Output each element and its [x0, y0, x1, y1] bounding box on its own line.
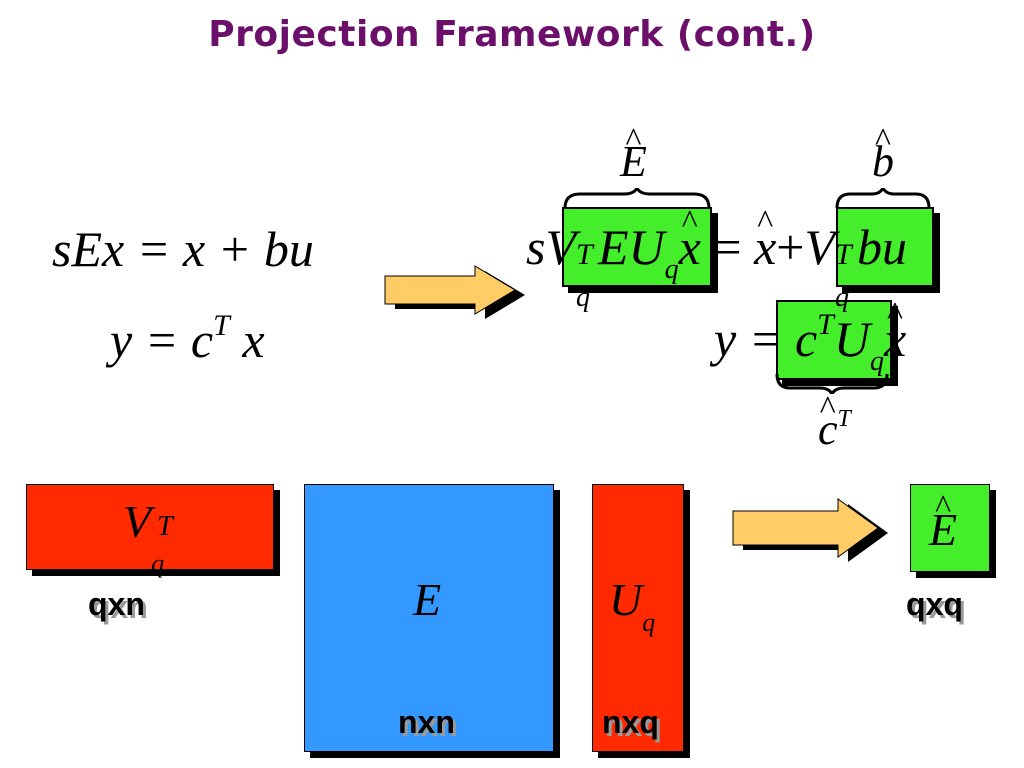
brace-bhat	[835, 188, 931, 209]
matrix-e-symbol: E	[413, 574, 442, 625]
eq-v-sup: T	[576, 238, 593, 271]
equation-state: sEx = x + bu	[52, 224, 314, 274]
highlight-box-ehat	[562, 207, 712, 287]
eq2-u: U	[833, 311, 870, 367]
eq-equals: =	[700, 219, 755, 275]
equation-reduced-output: y = cTUq^x	[714, 296, 907, 377]
label-ehat-text: E	[620, 137, 647, 186]
eq-v-sub: q	[576, 282, 591, 313]
matrix-uq: Uq	[592, 484, 684, 752]
brace-chat	[775, 373, 889, 394]
eq2-u-sub: q	[869, 346, 884, 377]
eq2-c-sup: T	[817, 308, 834, 341]
matrix-ehat-symbol: E	[929, 504, 958, 555]
dim-label-nxq: nxq	[602, 704, 659, 740]
eq-v: V	[545, 219, 577, 275]
eq-v2-sub: q	[835, 282, 850, 313]
equation-output-rhs: x	[229, 312, 265, 368]
label-bhat-text: b	[872, 137, 894, 186]
transform-arrow-top	[384, 265, 525, 319]
label-chat: ^cT	[818, 390, 851, 454]
eq-v2: V	[804, 219, 836, 275]
matrix-vq-sub: q	[151, 549, 165, 578]
equation-output-sup: T	[213, 309, 230, 342]
eq-s: s	[526, 219, 546, 275]
matrix-vq-symbol: V	[123, 496, 152, 547]
eq-bu: bu	[857, 219, 908, 275]
eq-eu: EU	[598, 219, 665, 275]
brace-ehat	[563, 188, 711, 209]
equation-output-lhs: y = c	[110, 312, 214, 368]
dim-label-qxn: qxn	[88, 586, 145, 622]
matrix-ehat: ^E	[910, 484, 990, 572]
eq-xhat: x	[678, 219, 701, 275]
eq-xhat-2: x	[754, 219, 777, 275]
equation-state-text: sEx = x + bu	[52, 221, 314, 277]
matrix-uq-symbol: U	[609, 574, 643, 625]
eq2-y-equals: y =	[714, 311, 795, 367]
eq2-c: c	[794, 311, 818, 367]
dim-label-nxn: nxn	[398, 704, 455, 740]
highlight-box-chat	[776, 300, 892, 380]
highlight-box-bhat	[836, 207, 934, 287]
dim-label-qxq: qxq	[906, 586, 963, 622]
transform-arrow-bottom	[732, 498, 888, 562]
matrix-vq-sup: T	[157, 511, 173, 542]
label-ehat: ^E	[620, 122, 647, 186]
equation-output: y = cT x	[110, 311, 265, 368]
label-bhat: ^b	[872, 122, 894, 186]
matrix-uq-sub: q	[642, 608, 656, 637]
slide-title: Projection Framework (cont.)	[208, 14, 816, 55]
label-chat-sup: T	[837, 406, 851, 432]
eq-v2-sup: T	[835, 238, 852, 271]
eq2-xhat: x	[883, 311, 907, 367]
eq-u-sub: q	[664, 254, 679, 285]
eq-plus: +	[776, 219, 805, 275]
matrix-e: E	[304, 484, 554, 752]
label-chat-text: c	[818, 405, 838, 454]
